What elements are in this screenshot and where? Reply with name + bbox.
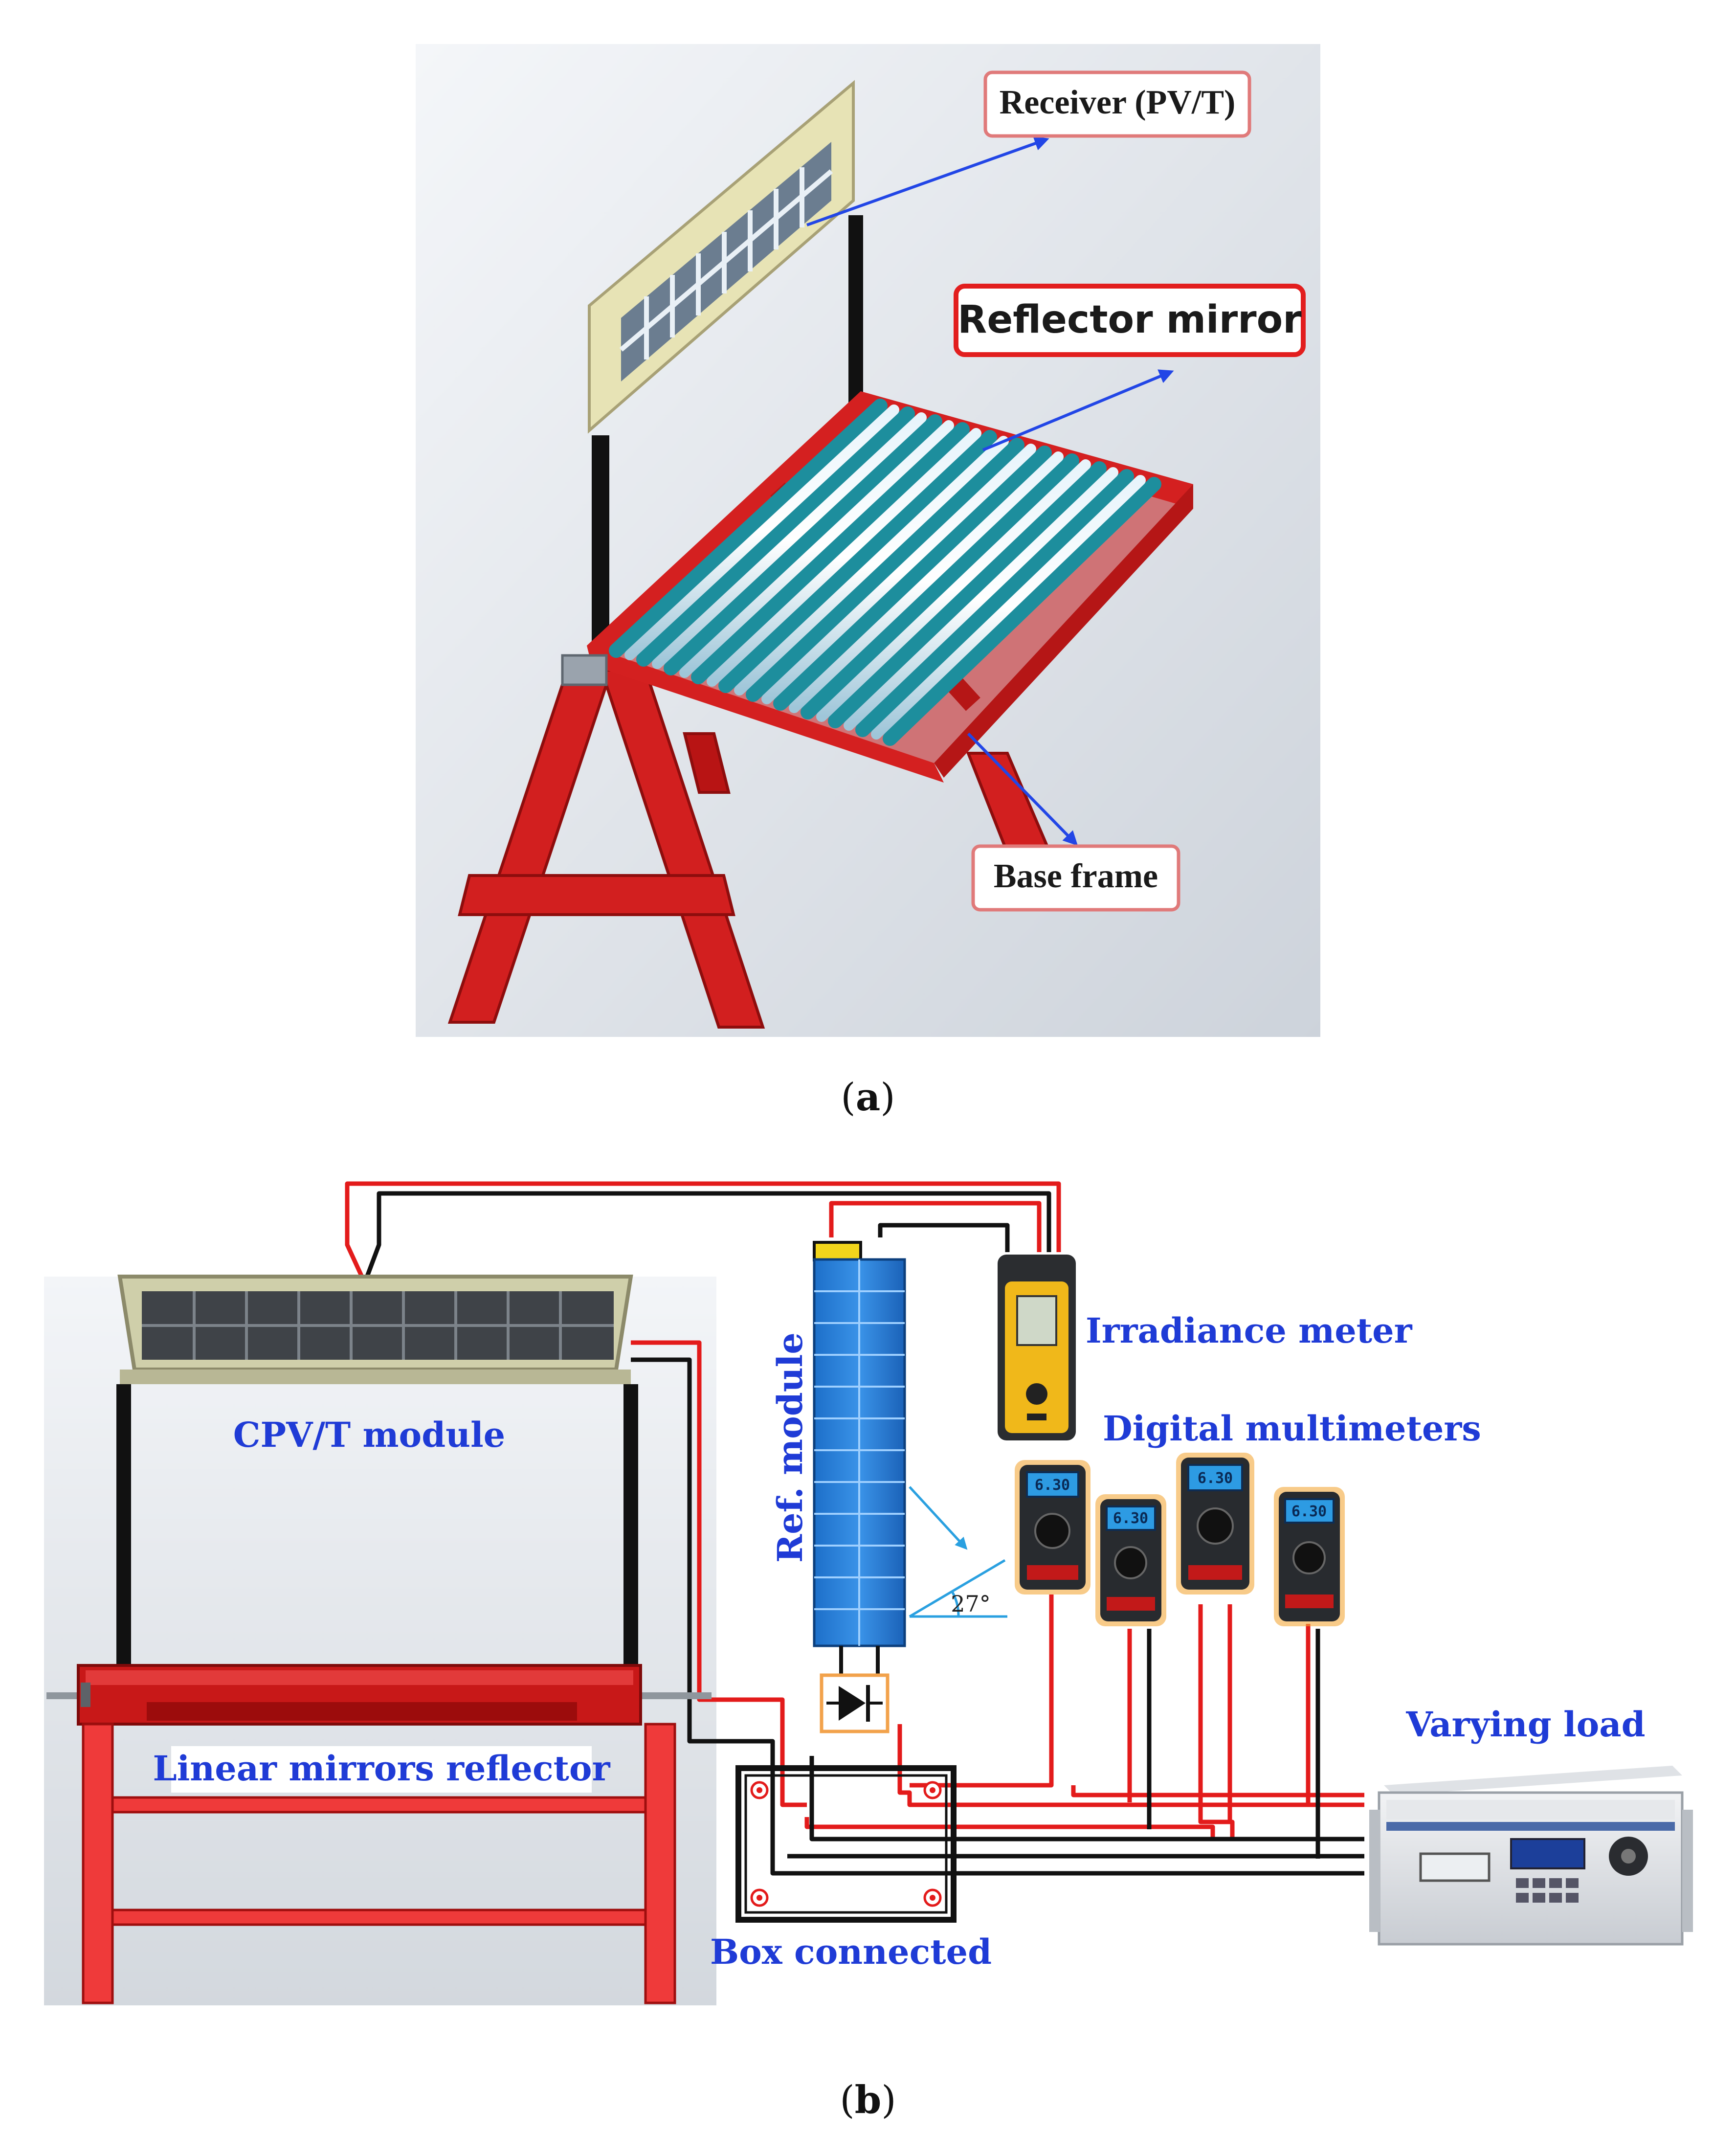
reflector-mirror-tubes [609, 399, 1161, 746]
receiver-pvt [588, 80, 855, 434]
multimeter-2-reading: 6.30 [1113, 1510, 1148, 1527]
receiver-label-text: Receiver (PV/T) [1000, 84, 1236, 121]
varying-load [1369, 1766, 1693, 1946]
caption-b: (b) [840, 2078, 896, 2122]
base-frame-label-text: Base frame [994, 857, 1158, 895]
multimeter-3-reading: 6.30 [1198, 1470, 1233, 1487]
wires-negative [362, 1191, 1364, 1876]
tilt-angle-indicator: 27° [909, 1486, 1007, 1618]
multimeter-1: 6.30 [1015, 1460, 1091, 1595]
diode [820, 1673, 890, 1733]
wires-positive [345, 1181, 1364, 1842]
panel-a: Receiver (PV/T) Reflector mirror Base fr… [416, 44, 1320, 1120]
reflector-label-text: Reflector mirror [957, 298, 1302, 342]
multimeter-4-reading: 6.30 [1291, 1503, 1327, 1520]
label-receiver: Receiver (PV/T) [983, 70, 1251, 138]
cpvt-module-label: CPV/T module [233, 1415, 505, 1455]
irradiance-meter [998, 1255, 1076, 1440]
callout-arrows [806, 136, 1174, 846]
varying-load-label: Varying load [1405, 1704, 1645, 1745]
irradiance-meter-label: Irradiance meter [1086, 1310, 1413, 1351]
multimeter-1-reading: 6.30 [1035, 1477, 1070, 1494]
multimeter-4: 6.30 [1274, 1487, 1345, 1626]
ref-module-label: Ref. module [770, 1332, 810, 1563]
ref-module [813, 1241, 906, 1675]
box-connected [735, 1765, 957, 1923]
tilt-angle-value: 27° [951, 1591, 991, 1617]
label-reflector: Reflector mirror [954, 284, 1306, 357]
svg-text:Linear mirrors reflector: Linear mirrors reflector [153, 1748, 611, 1789]
cpvt-post-left [116, 1384, 131, 1665]
cpvt-module [117, 1275, 633, 1384]
linear-mirrors-reflector [46, 1664, 712, 1726]
multimeter-2: 6.30 [1095, 1494, 1166, 1626]
digital-multimeters-label: Digital multimeters [1103, 1408, 1481, 1449]
pivot-bracket [561, 654, 608, 686]
linear-mirrors-label: Linear mirrors reflector [153, 1746, 611, 1793]
box-connected-label: Box connected [710, 1931, 992, 1972]
caption-a: (a) [841, 1075, 895, 1120]
panel-b: 27° 6.30 6.30 [44, 1181, 1693, 2122]
cpvt-post-right [623, 1384, 638, 1665]
panel-b-background [44, 1277, 716, 2005]
reflector-stand [82, 1723, 676, 2004]
multimeter-3: 6.30 [1176, 1453, 1254, 1595]
label-base-frame: Base frame [971, 844, 1180, 912]
